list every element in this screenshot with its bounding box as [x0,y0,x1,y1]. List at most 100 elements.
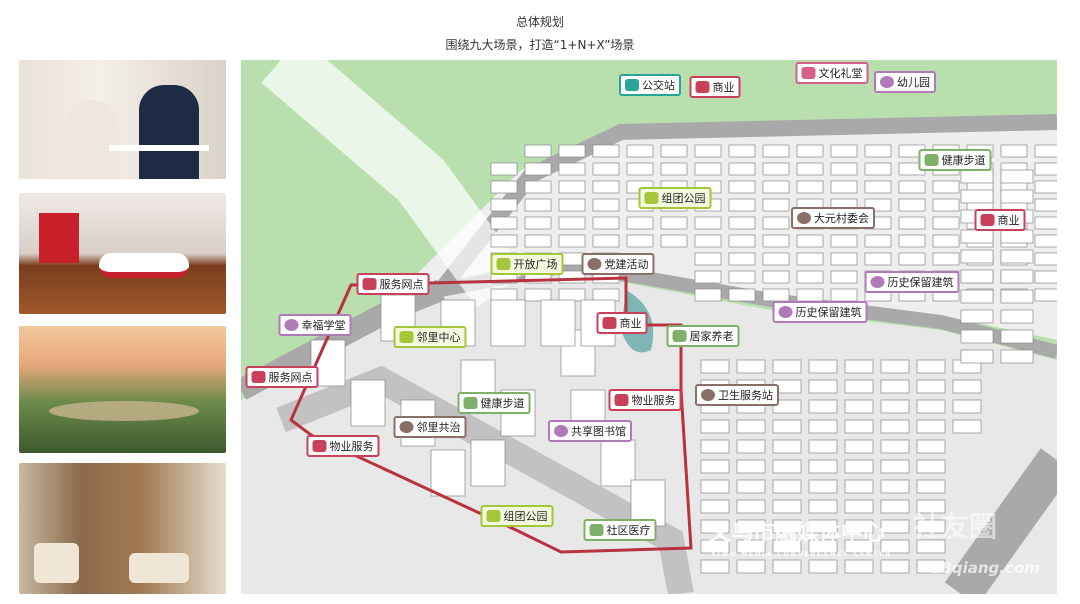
building [524,216,552,230]
building [796,162,824,176]
community-plan-map[interactable]: 公交站商业文化礼堂幼儿园健康步道组团公园大元村委会商业开放广场党建活动历史保留建… [241,60,1057,594]
building [960,229,994,244]
map-marker[interactable]: 开放广场 [490,253,564,275]
map-marker[interactable]: 历史保留建筑 [772,301,868,323]
building [700,419,730,434]
building [864,162,892,176]
building [700,439,730,454]
purple-poi-icon [554,425,568,437]
building [916,419,946,434]
road [261,60,526,308]
building [700,499,730,514]
library-photo [19,463,226,594]
lime-poi-icon [644,192,659,204]
building [844,499,874,514]
lime-poi-icon [486,510,501,522]
map-marker[interactable]: 居家养老 [666,325,740,347]
building [430,449,466,497]
map-marker[interactable]: 邻里共治 [393,416,467,438]
map-marker[interactable]: 文化礼堂 [795,62,869,84]
road [276,365,694,594]
map-marker[interactable]: 商业 [689,76,741,98]
building [772,499,802,514]
building [880,359,910,374]
map-marker[interactable]: 健康步道 [918,149,992,171]
building [700,559,730,574]
building [880,499,910,514]
marker-label: 健康步道 [941,154,986,167]
green-poi-icon [589,524,604,536]
page-subtitle: 围绕九大场景，打造“1+N+X”场景 [445,38,635,52]
map-marker[interactable]: 健康步道 [457,392,531,414]
map-marker[interactable]: 幼儿园 [874,71,936,93]
building [844,479,874,494]
building [808,499,838,514]
building [592,288,620,302]
map-marker[interactable]: 幸福学堂 [278,314,352,336]
building [700,459,730,474]
building [728,270,756,284]
building [772,459,802,474]
map-marker[interactable]: 服务网点 [245,366,319,388]
building [762,162,790,176]
building [490,299,526,347]
building [916,359,946,374]
building [762,198,790,212]
green-poi-icon [924,154,939,166]
map-marker[interactable]: 物业服务 [608,389,682,411]
map-marker[interactable]: 党建活动 [581,253,655,275]
map-marker[interactable]: 共享图书馆 [548,420,632,442]
map-marker[interactable]: 服务网点 [356,273,430,295]
building [1034,216,1057,230]
marker-label: 服务网点 [379,278,424,291]
building [952,399,982,414]
map-marker[interactable]: 历史保留建筑 [864,271,960,293]
building [772,419,802,434]
building [772,519,802,534]
park-photo [19,326,226,453]
building [592,144,620,158]
building [728,180,756,194]
map-marker[interactable]: 社区医疗 [583,519,657,541]
red-poi-icon [602,317,617,329]
building [916,439,946,454]
building [558,180,586,194]
map-marker[interactable]: 大元村委会 [791,207,875,229]
map-marker[interactable]: 商业 [974,209,1026,231]
building [880,479,910,494]
building [540,299,576,347]
building [772,439,802,454]
marker-label: 幸福学堂 [301,319,346,332]
building [490,234,518,248]
building [1034,144,1057,158]
map-marker[interactable]: 邻里中心 [393,326,467,348]
building [524,288,552,302]
building [844,419,874,434]
marker-label: 公交站 [642,79,675,92]
building [592,198,620,212]
building [796,234,824,248]
building [1034,198,1057,212]
map-marker[interactable]: 物业服务 [306,435,380,457]
building [880,539,910,554]
building [630,479,666,527]
community-boundary [289,276,693,554]
map-marker[interactable]: 组团公园 [638,187,712,209]
lime-poi-icon [399,331,414,343]
marker-label: 幼儿园 [897,76,930,89]
marker-label: 商业 [712,81,735,94]
building [808,479,838,494]
map-marker[interactable]: 卫生服务站 [695,384,779,406]
building [592,216,620,230]
building [490,198,518,212]
building [898,234,926,248]
purple-poi-icon [880,76,894,88]
map-marker[interactable]: 组团公园 [480,505,554,527]
building [700,519,730,534]
map-marker[interactable]: 商业 [596,312,648,334]
building [898,180,926,194]
building [762,270,790,284]
building [728,288,756,302]
building [694,144,722,158]
map-marker[interactable]: 公交站 [619,74,681,96]
